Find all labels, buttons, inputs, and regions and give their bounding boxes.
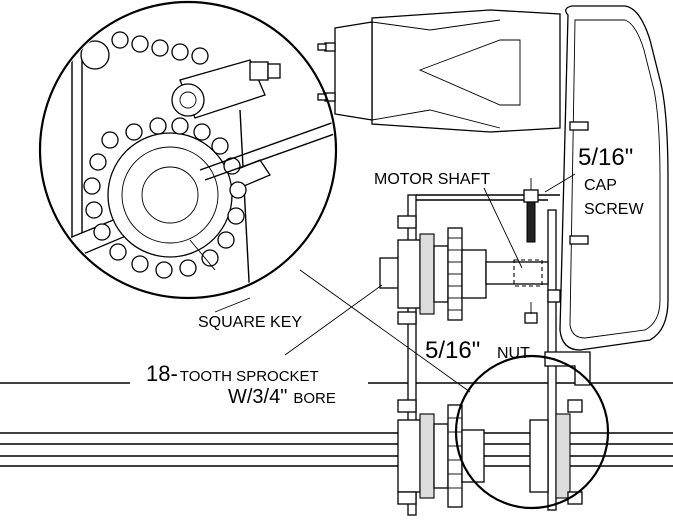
sprocket-label-line2: W/3/4" BORE [228, 386, 336, 408]
leader-lines [189, 173, 576, 393]
square-key-label: SQUARE KEY [198, 314, 302, 331]
cap-screw-size-label: 5/16" [578, 144, 633, 171]
sprocket-tooth-text: TOOTH SPROCKET [180, 368, 319, 385]
sprocket-bore-size: W/3/4" [228, 386, 287, 408]
motor-housing [317, 5, 669, 351]
sprocket-tooth-count: 18- [146, 361, 178, 386]
motor-shaft-label: MOTOR SHAFT [374, 171, 490, 188]
sprocket-label-line1: 18-TOOTH SPROCKET [146, 361, 319, 386]
chain [83, 31, 247, 279]
detail-contents [42, 10, 334, 296]
motor-end-bolt [317, 42, 336, 52]
sprocket-bore-text: BORE [293, 390, 336, 407]
upper-hub [379, 189, 561, 325]
cap-screw-label-line2: SCREW [584, 201, 644, 218]
nut-label: NUT [497, 345, 530, 362]
nut-size-label: 5/16" [425, 337, 480, 364]
lower-hub [397, 399, 583, 508]
cap-screw-label-line1: CAP [584, 177, 617, 194]
callout-labels: 5/16" CAP SCREW MOTOR SHAFT SQUARE KEY 5… [130, 144, 644, 410]
lower-detail-circle [454, 354, 610, 510]
detail-magnifier [38, 0, 338, 300]
